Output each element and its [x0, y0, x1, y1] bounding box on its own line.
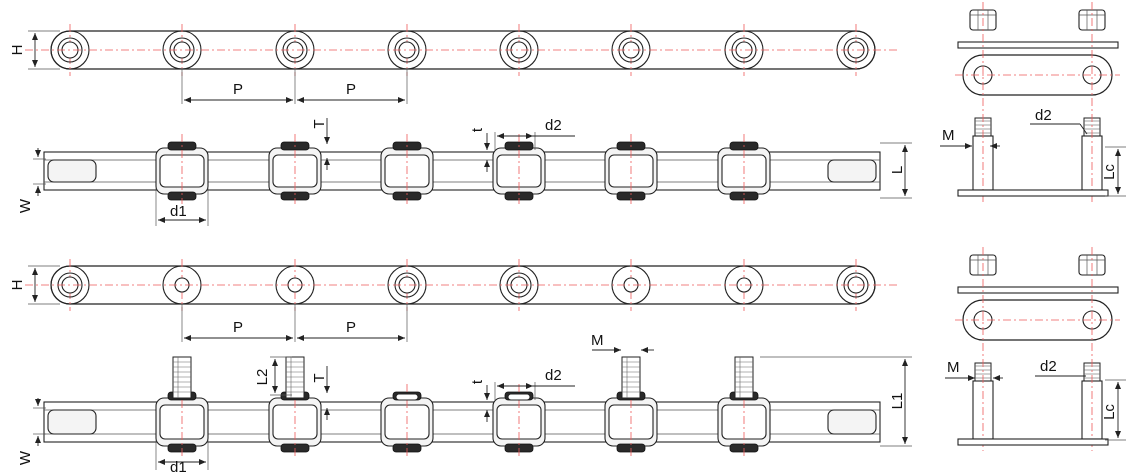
L1-label: L1 — [889, 393, 906, 410]
pin-cap — [507, 393, 531, 401]
top-chain-plan-view: H P P — [9, 24, 900, 104]
M-label: M — [591, 332, 604, 349]
T-label: T — [311, 119, 328, 128]
detail-view-lower — [955, 247, 1120, 451]
bottom-chain-plan-view: H P P — [9, 259, 900, 342]
T-label-2: T — [311, 373, 328, 382]
H-label-2: H — [9, 280, 26, 291]
P-label-1: P — [233, 81, 243, 98]
Lc-label-detail-1: Lc — [1101, 164, 1118, 180]
Lc-label-detail-2: Lc — [1101, 404, 1118, 420]
t-label-2: t — [469, 379, 486, 384]
detail-lower-dims: M d2 Lc — [945, 358, 1126, 441]
top-plate-edge — [957, 41, 1119, 49]
bottom-chain-side-view: L2 T t d2 M L1 d1 W — [17, 332, 912, 475]
P-label-3: P — [233, 319, 243, 336]
W-label-2: W — [17, 450, 34, 465]
W-label: W — [17, 198, 34, 213]
P-label-2: P — [346, 81, 356, 98]
bottom-plate-edge — [957, 189, 1109, 197]
L-label: L — [889, 166, 906, 174]
d1-label-2: d1 — [170, 459, 187, 475]
end-roller — [47, 409, 97, 435]
d2-label-detail-1: d2 — [1035, 107, 1052, 124]
H-label: H — [9, 45, 26, 56]
end-roller — [47, 159, 97, 183]
pin-cap — [395, 393, 419, 401]
end-roller — [827, 159, 877, 183]
t-label: t — [469, 127, 486, 132]
detail-upper-dims: M d2 Lc — [940, 107, 1126, 197]
d1-label: d1 — [170, 203, 187, 220]
detail-view-upper — [955, 2, 1120, 202]
end-roller — [827, 409, 877, 435]
M-label-detail-1: M — [942, 127, 955, 144]
P-label-4: P — [346, 319, 356, 336]
bottom-plate-edge — [957, 438, 1109, 446]
d2-label: d2 — [545, 117, 562, 134]
L2-label: L2 — [254, 369, 271, 386]
top-plate-edge — [957, 286, 1119, 294]
M-label-detail-2: M — [947, 359, 960, 376]
d2-label-detail-2: d2 — [1040, 358, 1057, 375]
top-chain-side-view: T t d2 d1 W L — [17, 117, 912, 226]
d2-label-2: d2 — [545, 367, 562, 384]
